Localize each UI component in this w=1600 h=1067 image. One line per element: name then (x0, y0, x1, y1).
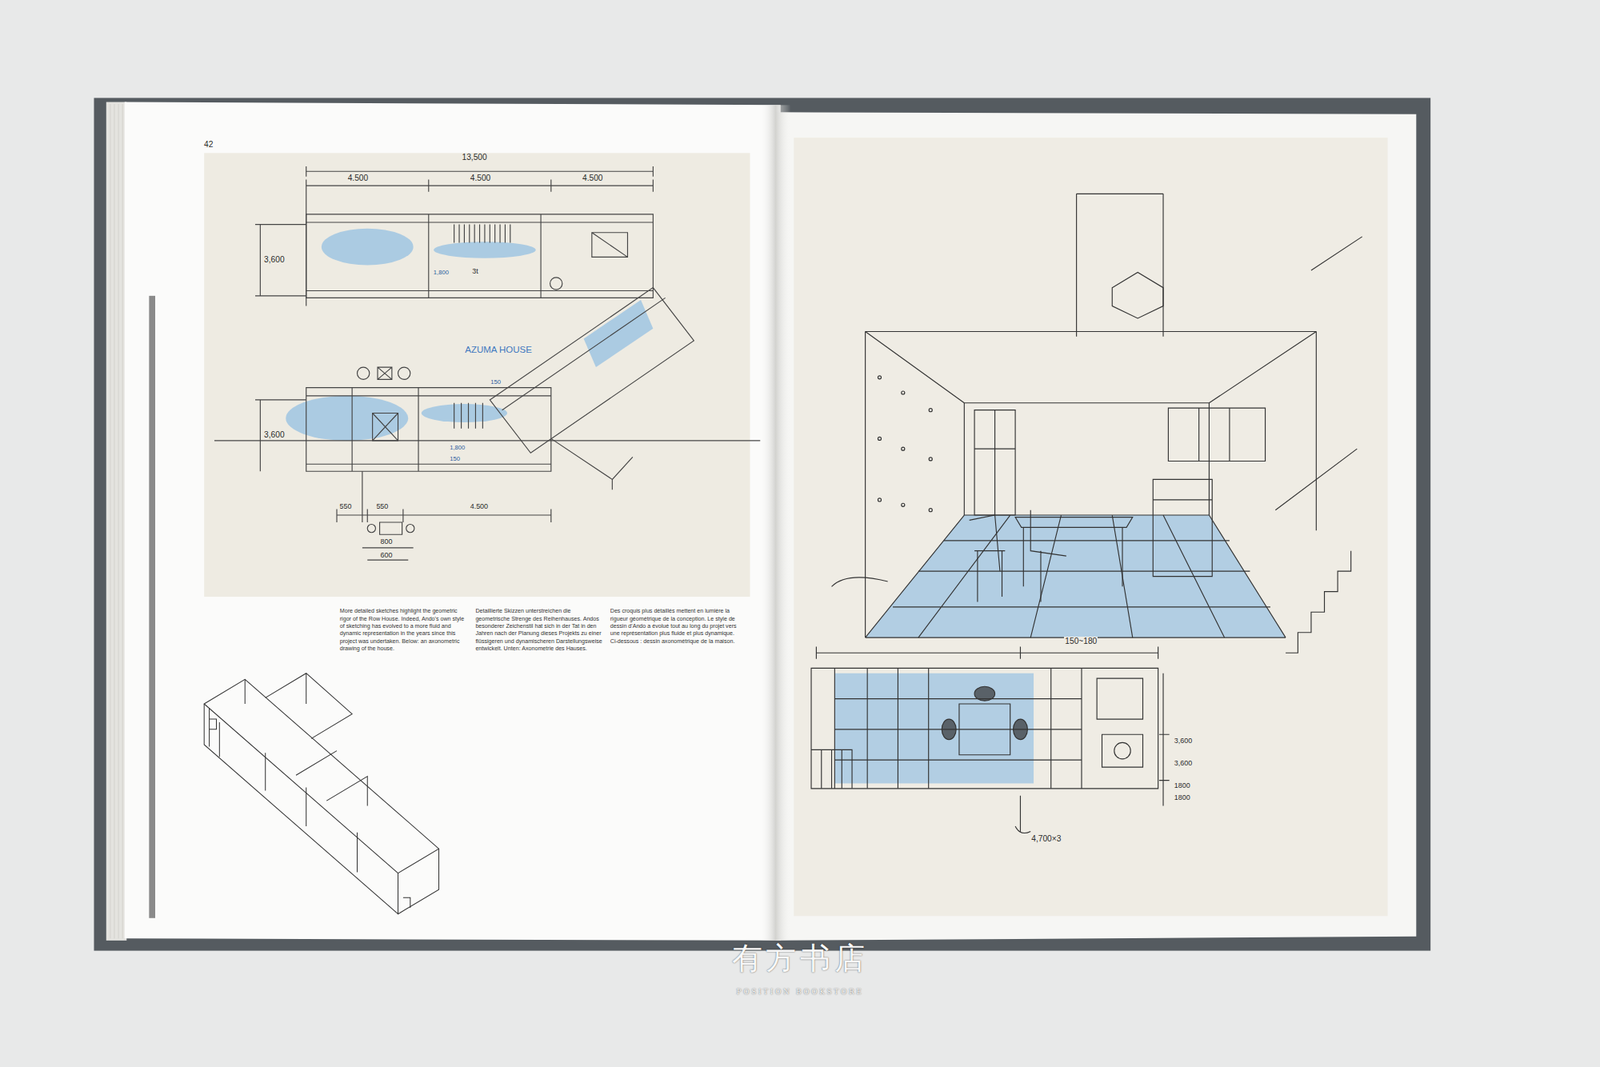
dimension: 4.500 (581, 173, 604, 184)
dimension: 1800 (1173, 781, 1192, 790)
dimension: 150~180 (1064, 636, 1098, 647)
dimension: 550 (338, 502, 352, 511)
sketch-label: 3t (471, 267, 479, 276)
watermark: 有方书店 (732, 940, 868, 976)
dimension: 800 (379, 537, 393, 546)
sketch-title: AZUMA HOUSE (464, 344, 532, 356)
dimension: 4.500 (469, 173, 492, 184)
dimension: 3,600 (1173, 759, 1193, 768)
dimension: 1,800 (432, 269, 450, 277)
dimension: 3,600 (263, 430, 286, 440)
caption: Detaillierte Skizzen unterstreichen die … (475, 608, 603, 654)
dimension: 600 (379, 551, 393, 560)
dimension: 3,600 (1173, 736, 1193, 745)
dimension: 4,700×3 (1030, 834, 1062, 844)
dimension: 4.500 (347, 173, 370, 184)
caption: Des croquis plus détaillés mettent en lu… (610, 608, 738, 646)
right-page (775, 112, 1416, 941)
left-page (124, 102, 781, 941)
sketch-sheet (204, 152, 750, 597)
book-cover (93, 97, 1431, 951)
watermark: POSITION BOOKSTORE (736, 988, 864, 996)
dimension: 150 (448, 456, 461, 464)
dimension: 1,800 (448, 444, 466, 452)
dimension: 3,600 (263, 255, 286, 265)
dimension: 150 (489, 379, 502, 387)
dimension: 550 (375, 502, 389, 511)
sketch-sheet (793, 137, 1388, 916)
axonometric-drawing (204, 673, 439, 915)
dimension: 1800 (1173, 793, 1192, 802)
page-number: 42 (204, 140, 213, 150)
dimension: 4.500 (469, 502, 489, 511)
dimension: 13,500 (461, 152, 488, 163)
caption: More detailed sketches highlight the geo… (340, 608, 468, 654)
